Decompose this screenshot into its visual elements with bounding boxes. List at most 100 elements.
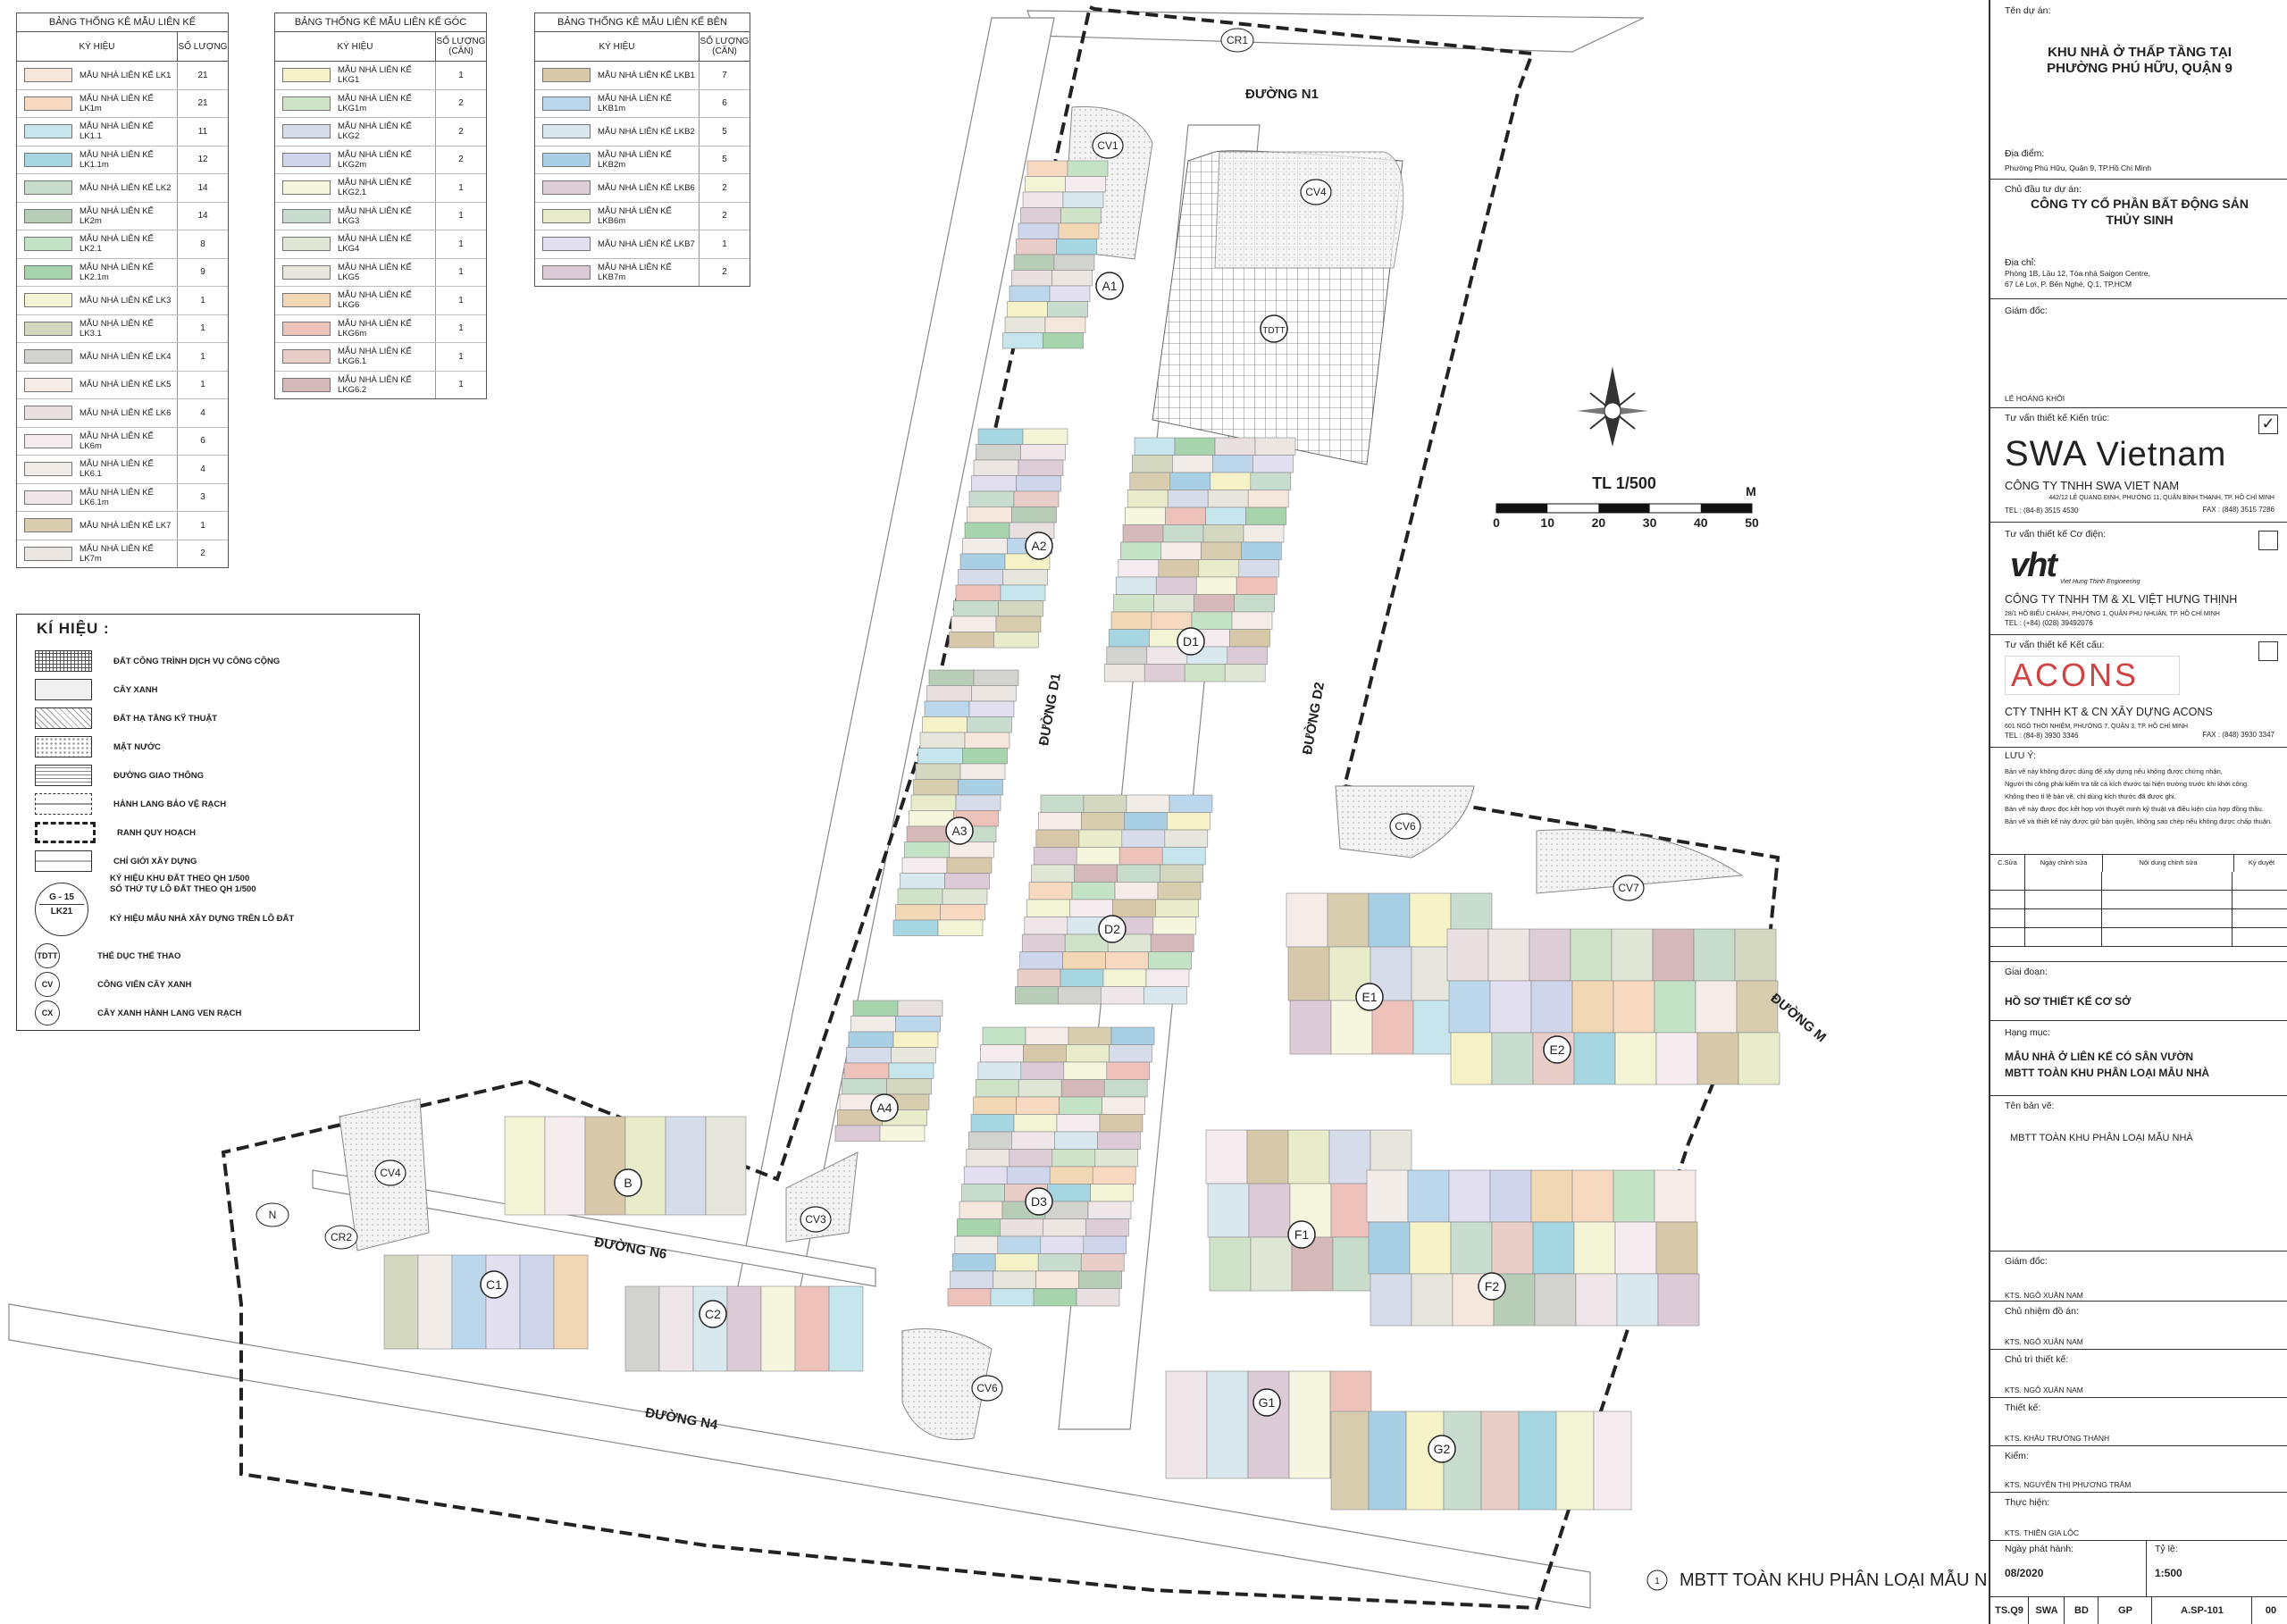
block-marker	[1355, 983, 1384, 1011]
house-lot	[1020, 444, 1066, 461]
house-lot	[1026, 899, 1070, 917]
row-qty: 5	[699, 118, 750, 146]
house-lot	[1695, 980, 1738, 1034]
block-c2	[383, 1254, 589, 1350]
arch-checkbox[interactable]: ✓	[2258, 414, 2278, 434]
str-fax: FAX : (848) 3930 3347	[2202, 731, 2275, 739]
house-lot	[1076, 1288, 1120, 1307]
row-qty: 6	[699, 89, 750, 117]
house-lot	[1167, 490, 1209, 508]
house-lot	[383, 1254, 419, 1350]
house-lot	[1013, 254, 1055, 271]
row-qty: 2	[435, 146, 486, 173]
scale-tick: 30	[1643, 515, 1657, 530]
house-lot	[1060, 968, 1104, 987]
row-qty: 21	[177, 62, 228, 89]
row-name: MẪU NHÀ LIÊN KẾ LKB1m	[598, 93, 672, 113]
house-lot	[1069, 899, 1113, 917]
map-label: A4	[876, 1101, 892, 1115]
house-lot	[1212, 455, 1253, 473]
house-lot	[959, 763, 1006, 780]
row-name: MẪU NHÀ LIÊN KẾ LKG1	[338, 65, 412, 86]
str-company: CTY TNHH KT & CN XÂY DỰNG ACONS	[2005, 706, 2213, 718]
house-lot	[1330, 1411, 1370, 1511]
color-swatch	[24, 377, 72, 392]
house-lot	[1022, 428, 1068, 445]
house-lot	[904, 841, 950, 858]
block-marker	[870, 1093, 899, 1122]
house-lot	[1152, 917, 1197, 935]
plan-boundary	[221, 4, 1780, 1611]
map-label: A2	[1031, 539, 1046, 553]
owner-label: Chủ đầu tư dự án:	[2005, 184, 2082, 195]
house-lot	[909, 810, 954, 827]
house-lot	[966, 1149, 1010, 1168]
table-lkb-title: BẢNG THỐNG KÊ MẪU LIÊN KẾ BÊN	[535, 13, 750, 32]
house-lot	[1047, 1184, 1091, 1202]
house-lot	[951, 1253, 996, 1272]
house-lot	[1696, 1032, 1739, 1085]
house-lot	[1085, 1218, 1129, 1237]
row-qty: 9	[177, 258, 228, 286]
house-lot	[1020, 207, 1061, 224]
map-label: CV4	[1305, 186, 1327, 198]
house-lot	[1229, 629, 1270, 648]
house-lot	[959, 1201, 1003, 1219]
row-qty: 2	[177, 540, 228, 567]
legend-item-water: MẶT NƯỚC	[35, 736, 161, 758]
house-lot	[1025, 1026, 1069, 1045]
block-marker	[1025, 1187, 1053, 1216]
house-lot	[1015, 986, 1059, 1005]
mep-company: CÔNG TY TNHH TM & XL VIỆT HƯNG THỊNH	[2005, 593, 2238, 606]
legend-item-canal-buffer: HÀNH LANG BẢO VỆ RẠCH	[35, 793, 226, 815]
legend-block-note2: SỐ THỨ TỰ LÔ ĐẤT THEO QH 1/500	[110, 884, 256, 894]
house-lot	[1210, 472, 1252, 490]
legend-item-plan-boundary: RANH QUY HOẠCH	[35, 822, 196, 843]
house-lot	[1593, 1411, 1632, 1511]
stage-value: HỒ SƠ THIẾT KẾ CƠ SỞ	[2005, 995, 2132, 1008]
house-lot	[1043, 332, 1084, 349]
house-lot	[1040, 794, 1085, 813]
row-name: MẪU NHÀ LIÊN KẾ LKB1	[598, 70, 695, 80]
house-lot	[1254, 437, 1296, 456]
sign-name: KTS. NGÔ XUÂN NAM	[2005, 1337, 2083, 1346]
house-lot	[1243, 524, 1285, 543]
arch-tel: TEL : (84-8) 3515 4530	[2005, 506, 2079, 515]
mep-checkbox[interactable]	[2258, 531, 2278, 550]
house-lot	[1038, 812, 1082, 831]
block-d3	[947, 1026, 1155, 1307]
house-lot	[971, 475, 1017, 492]
house-lot	[1118, 559, 1160, 578]
block-marker	[1025, 532, 1053, 560]
house-lot	[1575, 1273, 1618, 1327]
str-checkbox[interactable]	[2258, 641, 2278, 661]
house-lot	[1066, 1044, 1110, 1063]
row-name: MẪU NHÀ LIÊN KẾ LKB6m	[598, 205, 672, 226]
house-lot	[1201, 541, 1242, 560]
house-lot	[1448, 1169, 1491, 1223]
color-swatch	[24, 237, 72, 252]
house-lot	[1044, 316, 1086, 333]
legend-item-green: CÂY XANH	[35, 679, 157, 700]
site-plan-map: A1A2A3A4D1D2D3BC1C2E1E2F1F2G1G2TDTTCV1CV…	[8, 4, 1989, 1611]
house-lot	[1020, 1061, 1065, 1080]
code-cell: TS.Q9	[1995, 1604, 2023, 1616]
row-name: MẪU NHÀ LIÊN KẾ LK1.1	[80, 121, 154, 142]
director-label: Giám đốc:	[2005, 306, 2048, 316]
house-lot	[1489, 980, 1532, 1034]
title-block: Tên dự án: KHU NHÀ Ở THẤP TẦNG TẠI PHƯỜN…	[1989, 0, 2287, 1624]
house-lot	[1087, 1201, 1132, 1219]
house-lot	[1101, 986, 1144, 1005]
house-lot	[1113, 594, 1154, 613]
house-lot	[848, 1031, 894, 1048]
block-marker	[1543, 1035, 1571, 1064]
house-lot	[1202, 524, 1244, 543]
row-name: MẪU NHÀ LIÊN KẾ LK7	[80, 520, 172, 531]
house-lot	[1530, 1169, 1573, 1223]
house-lot	[1126, 794, 1170, 813]
row-qty: 1	[435, 314, 486, 342]
color-swatch	[282, 180, 331, 196]
house-lot	[1613, 1169, 1655, 1223]
